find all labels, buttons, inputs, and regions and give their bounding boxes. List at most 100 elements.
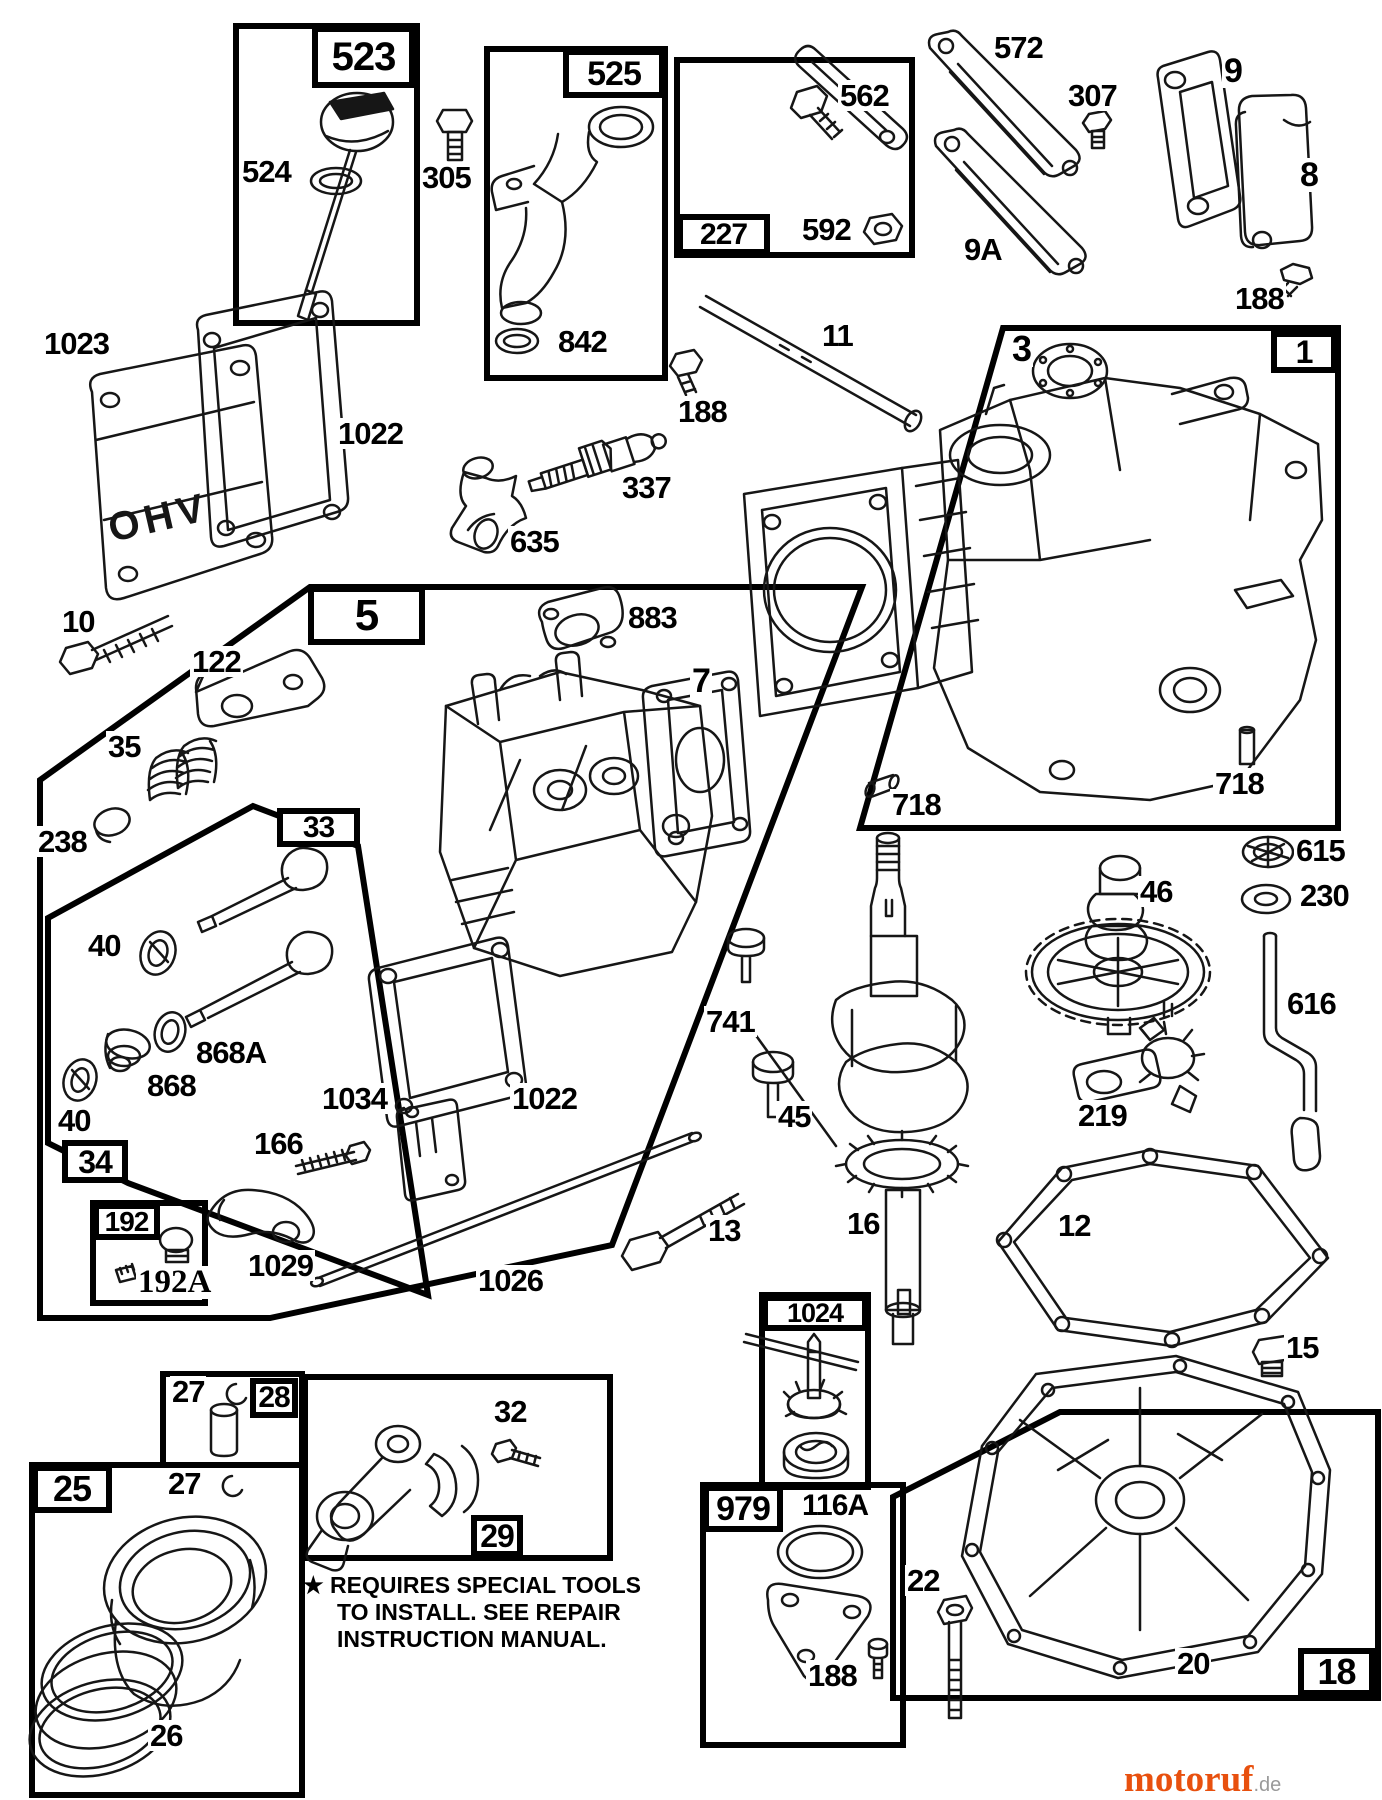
group-box-1 [856, 325, 1341, 831]
piston-pin-28 [209, 1402, 239, 1458]
exhaust-valve [184, 930, 334, 1029]
valve-seal-40-lower [62, 1058, 98, 1102]
gasket-572 [927, 29, 1081, 178]
part-label-11: 11 [820, 318, 855, 353]
bolt-307 [1081, 109, 1113, 150]
part-label-741: 741 [704, 1004, 757, 1039]
part-label-12: 12 [1056, 1208, 1093, 1243]
crankshaft-16 [830, 831, 969, 1346]
part-label-1022-top: 1022 [336, 416, 405, 451]
connecting-rod-29 [305, 1424, 480, 1572]
rocker-stud-166 [294, 1140, 372, 1176]
tappet-45-upper [726, 927, 766, 984]
piston-rings-26 [28, 1622, 184, 1778]
motoruf-logo: motoruf.de [1124, 1758, 1281, 1800]
part-label-305: 305 [420, 160, 473, 195]
part-label-1026: 1026 [476, 1263, 545, 1298]
group-box-29 [302, 1374, 613, 1561]
part-label-718-left: 718 [890, 787, 943, 822]
retainer-washer-868a [153, 1011, 187, 1053]
part-label-15: 15 [1284, 1330, 1321, 1365]
group-label-18: 18 [1298, 1648, 1375, 1696]
part-label-524: 524 [240, 154, 293, 189]
motoruf-tld-text: .de [1253, 1774, 1282, 1796]
rocker-ball-nut-192 [158, 1226, 194, 1264]
part-label-10: 10 [60, 604, 97, 639]
part-label-8: 8 [1298, 156, 1320, 194]
part-label-40-lower: 40 [56, 1103, 93, 1138]
part-label-192a: 192A [136, 1264, 214, 1300]
cylinder-head [438, 650, 714, 978]
part-label-188-top: 188 [1233, 281, 1286, 316]
group-box-25 [29, 1462, 305, 1798]
dipstick-524 [296, 91, 395, 322]
part-label-842: 842 [556, 324, 609, 359]
valve-cap-238 [93, 807, 131, 844]
note-line-1: ★ REQUIRES SPECIAL TOOLS [303, 1572, 641, 1598]
o-ring-842 [494, 327, 540, 355]
spark-plug-boot-635 [449, 456, 528, 554]
pin-clip-27-lower [221, 1474, 244, 1498]
part-label-116a: 116A [800, 1489, 871, 1522]
o-ring-116a [776, 1524, 864, 1580]
part-label-1034: 1034 [320, 1081, 389, 1116]
group-label-979: 979 [703, 1485, 783, 1532]
oil-slinger-615 [1241, 835, 1295, 869]
part-label-868a: 868A [194, 1035, 269, 1070]
bracket-122 [194, 648, 326, 728]
part-label-219: 219 [1076, 1098, 1129, 1133]
part-label-718-right: 718 [1213, 766, 1266, 801]
group-label-5: 5 [308, 586, 425, 645]
valve-cover-gasket-1022 [195, 290, 350, 548]
part-label-122: 122 [190, 644, 243, 679]
group-box-979 [700, 1482, 906, 1748]
part-label-572: 572 [992, 30, 1045, 65]
group-label-28: 28 [250, 1378, 298, 1418]
part-label-35: 35 [106, 729, 143, 764]
part-label-615: 615 [1294, 833, 1347, 868]
part-label-13: 13 [706, 1213, 743, 1248]
rod-bolt-32 [490, 1438, 542, 1468]
bolt-10 [58, 614, 174, 676]
leader-741 [750, 1028, 838, 1148]
set-screw-192a [114, 1262, 138, 1284]
part-label-7: 7 [690, 662, 712, 700]
intake-valve [196, 846, 329, 934]
part-label-868: 868 [145, 1068, 198, 1103]
part-label-1022-bottom: 1022 [510, 1081, 579, 1116]
group-label-523: 523 [312, 26, 415, 88]
bolt-188-mid [668, 348, 704, 397]
part-label-188-mid: 188 [676, 394, 729, 429]
group-box-18 [890, 1409, 1381, 1701]
part-label-26: 26 [148, 1718, 185, 1753]
oil-pump-ring-1024 [782, 1431, 850, 1480]
part-label-592: 592 [800, 212, 853, 247]
group-label-1024: 1024 [762, 1295, 868, 1331]
cover-plate-979 [766, 1582, 872, 1683]
part-label-1023: 1023 [42, 326, 111, 361]
washer-230 [1240, 883, 1292, 915]
spring-retainer-868 [104, 1028, 151, 1073]
part-label-307: 307 [1066, 78, 1119, 113]
exhaust-gasket-883 [537, 585, 624, 651]
part-label-16: 16 [845, 1206, 882, 1241]
cylinder-block-1 [742, 376, 1324, 802]
oil-pump-rotor-1024 [782, 1332, 848, 1420]
part-label-3: 3 [1010, 328, 1034, 369]
bolt-305 [435, 108, 474, 162]
spark-plug-337 [527, 433, 667, 493]
part-label-562: 562 [838, 78, 891, 113]
bolt-188-bottom [867, 1637, 889, 1680]
part-label-166: 166 [252, 1126, 305, 1161]
valve-seal-40-upper [139, 930, 177, 976]
oil-fill-tube-525 [490, 105, 655, 326]
group-label-192: 192 [93, 1203, 160, 1240]
part-label-27-upper: 27 [170, 1374, 207, 1409]
breather-cover-8 [1234, 93, 1314, 250]
group-box-5 [37, 584, 867, 1321]
part-label-635: 635 [508, 524, 561, 559]
group-label-34: 34 [62, 1140, 128, 1183]
special-tools-note: ★ REQUIRES SPECIAL TOOLS TO INSTALL. SEE… [303, 1572, 643, 1653]
